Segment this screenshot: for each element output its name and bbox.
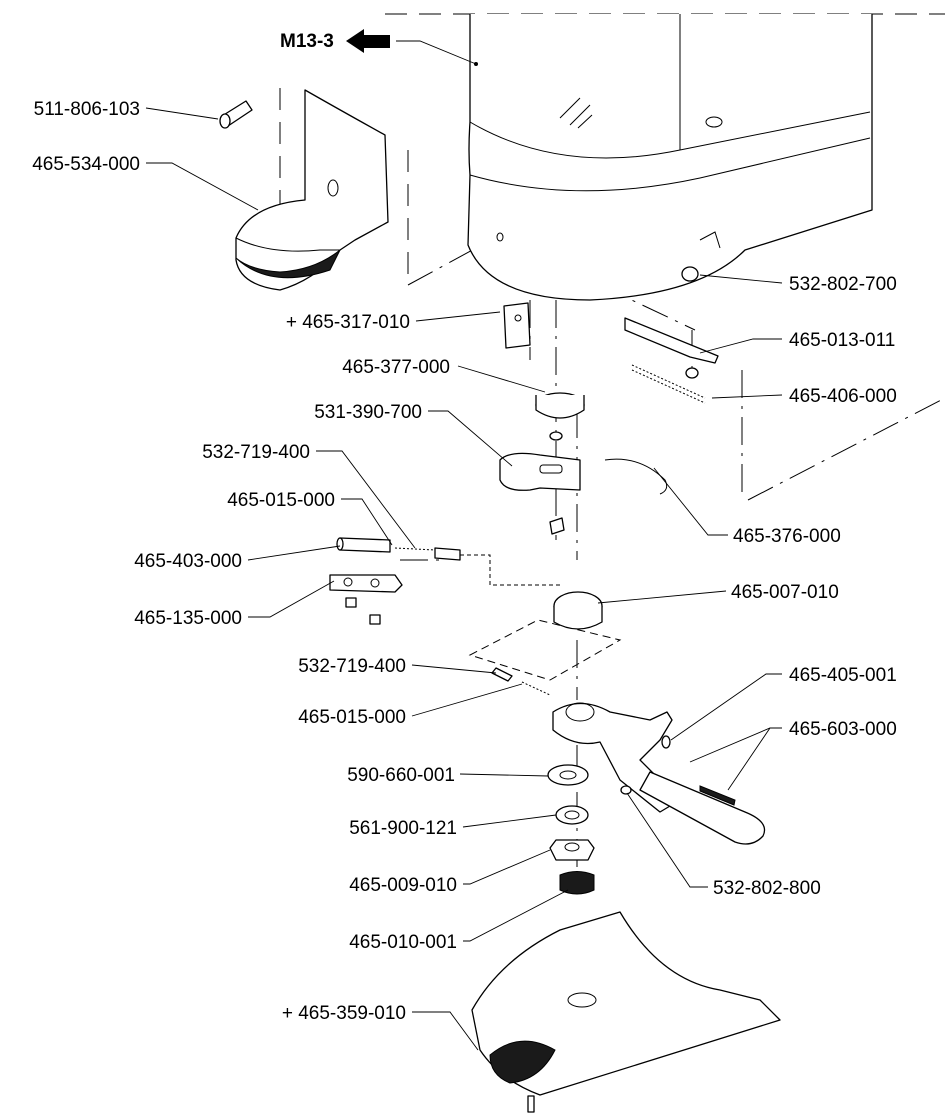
reference-label: M13-3	[280, 31, 334, 52]
left-subassembly	[329, 537, 461, 625]
part-label: 465-376-000	[733, 526, 841, 547]
part-label: + 465-317-010	[286, 312, 410, 333]
reference-arrow-icon	[346, 29, 390, 53]
screw-511-806-103	[219, 100, 253, 129]
part-label: 465-405-001	[789, 665, 897, 686]
small-parts	[499, 266, 719, 535]
base-plate	[471, 911, 781, 1113]
part-label: 465-603-000	[789, 719, 897, 740]
part-label: 532-802-700	[789, 274, 897, 295]
part-label: 465-013-011	[789, 330, 895, 351]
part-label: 465-377-000	[342, 357, 450, 378]
part-label: 590-660-001	[347, 765, 455, 786]
part-label: 511-806-103	[34, 99, 140, 120]
part-label: 465-015-000	[298, 707, 406, 728]
part-label: 465-010-001	[349, 932, 457, 953]
part-label: 532-719-400	[202, 442, 310, 463]
part-label: 532-719-400	[298, 656, 406, 677]
housing-body	[467, 14, 873, 301]
part-label: 465-135-000	[134, 608, 242, 629]
callout-labels: 511-806-103 465-534-000 532-802-700 + 46…	[32, 99, 897, 1024]
part-label: 561-900-121	[349, 818, 457, 839]
part-label: 465-007-010	[731, 582, 839, 603]
bracket-foot	[235, 89, 389, 291]
part-label: + 465-359-010	[282, 1003, 406, 1024]
part-label: 465-009-010	[349, 875, 457, 896]
part-label: 532-802-800	[713, 878, 821, 899]
part-label: 531-390-700	[314, 402, 422, 423]
reference-m13-3: M13-3	[280, 29, 478, 66]
part-label: 465-406-000	[789, 386, 897, 407]
lower-parts	[491, 591, 766, 895]
leader-lines	[145, 107, 783, 1051]
part-label: 465-534-000	[32, 154, 140, 175]
part-label: 465-015-000	[227, 490, 335, 511]
part-label: 465-403-000	[134, 551, 242, 572]
